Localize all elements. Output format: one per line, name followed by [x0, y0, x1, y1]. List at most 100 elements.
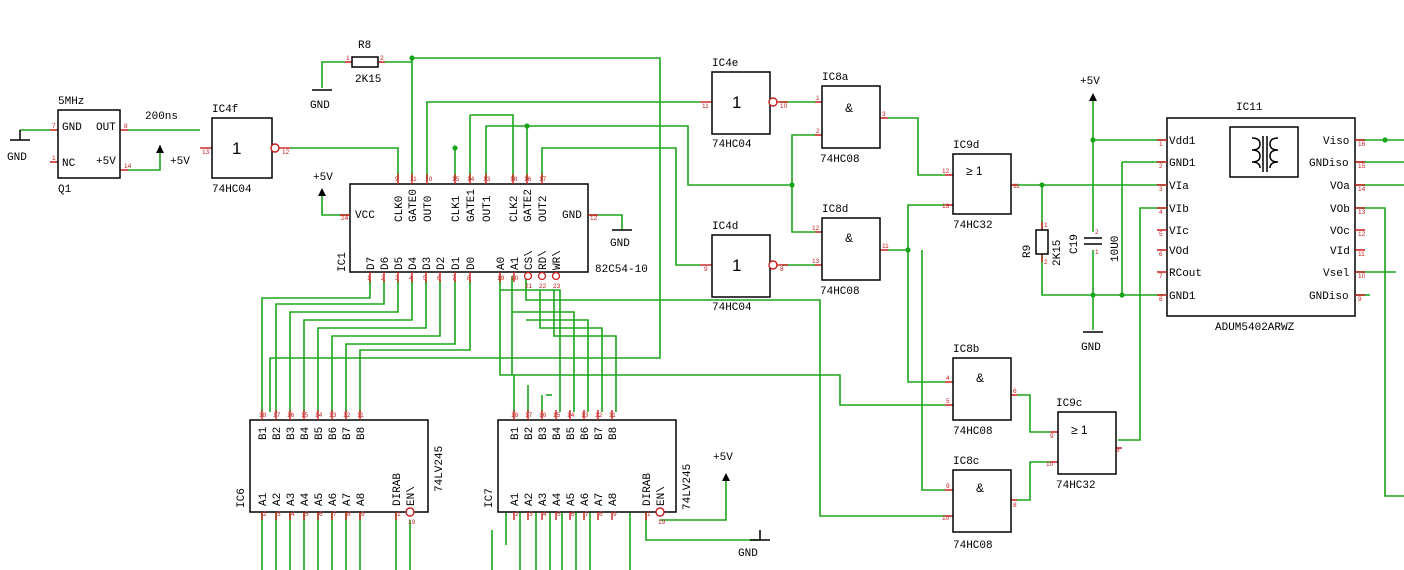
svg-text:1: 1	[346, 55, 350, 62]
ic9c-part: 74HC32	[1056, 480, 1096, 492]
ic7-a5: A5	[566, 493, 578, 506]
q1-pin-nc: NC	[62, 158, 76, 170]
svg-text:12: 12	[282, 149, 290, 156]
r8-ref: R8	[358, 40, 371, 52]
svg-text:16: 16	[287, 412, 295, 419]
ic1-a0: A0	[496, 257, 508, 270]
ic8b-and-gate: & IC8b 74HC08 456	[945, 344, 1017, 438]
ic6-a4: A4	[300, 492, 312, 506]
svg-text:8: 8	[467, 275, 471, 282]
svg-text:12: 12	[590, 215, 598, 222]
ic1-out1: OUT1	[482, 195, 494, 222]
svg-text:2: 2	[515, 511, 519, 518]
ic6-a5: A5	[314, 493, 326, 506]
ic1-gate1: GATE1	[466, 189, 478, 222]
svg-text:9: 9	[704, 266, 708, 273]
ic8a-symbol: &	[845, 101, 853, 115]
svg-text:14: 14	[567, 412, 575, 419]
q1-pin-out: OUT	[96, 122, 116, 134]
svg-text:18: 18	[511, 412, 519, 419]
ic6-b5: B5	[314, 427, 326, 440]
gnd-label-c19: GND	[1081, 342, 1101, 354]
gnd-label-r8: GND	[310, 100, 330, 112]
svg-text:2: 2	[1095, 229, 1099, 236]
ic7-ref: IC7	[484, 488, 496, 508]
svg-text:18: 18	[510, 176, 518, 183]
ic1-a1: A1	[510, 256, 522, 270]
ic11-isolator: IC11 ADUM5402ARWZ Vdd1 GND1 VIa VIb VIc …	[1157, 102, 1366, 334]
svg-text:3: 3	[1159, 186, 1163, 193]
svg-text:17: 17	[525, 412, 533, 419]
ic6-b2: B2	[272, 427, 284, 440]
svg-text:11: 11	[702, 103, 709, 110]
svg-text:13: 13	[812, 258, 820, 265]
svg-text:8: 8	[124, 123, 128, 130]
svg-text:8: 8	[1116, 447, 1120, 454]
ic11-pin-voc: VOc	[1330, 226, 1350, 238]
ic7-b4: B4	[552, 426, 564, 440]
ic7-b2: B2	[524, 427, 536, 440]
svg-text:1: 1	[1159, 141, 1163, 148]
ic11-pin-viso: Viso	[1323, 136, 1349, 148]
ic11-pin-vod: VOd	[1169, 246, 1189, 258]
ic1-timer: VCC GND CLK0 GATE0 OUT0 CLK1 GATE1 OUT1 …	[337, 174, 648, 290]
ic1-d2: D2	[436, 257, 448, 270]
ic1-clk2: CLK2	[509, 196, 521, 222]
svg-text:15: 15	[301, 412, 309, 419]
ic1-gate0: GATE0	[408, 189, 420, 222]
gnd-label-q1: GND	[7, 152, 27, 164]
ic11-pin-rcout: RCout	[1169, 268, 1202, 280]
ic7-transceiver: B1 B2 B3 B4 B5 B6 B7 B8 A1 A2 A3 A4 A5 A…	[484, 410, 694, 526]
svg-text:7: 7	[333, 511, 337, 518]
r9-resistor: R9 2K15 12	[1022, 222, 1064, 266]
ic6-a1: A1	[258, 492, 270, 506]
ic4e-ref: IC4e	[712, 58, 738, 70]
ic6-b8: B8	[356, 427, 368, 440]
gnd-label-ic7: GND	[738, 548, 758, 560]
ic7-a6: A6	[580, 493, 592, 506]
svg-text:6: 6	[437, 275, 441, 282]
svg-text:2: 2	[816, 128, 820, 135]
svg-text:1: 1	[397, 511, 401, 518]
wires	[20, 57, 1404, 570]
ic7-a3: A3	[538, 493, 550, 506]
svg-text:15: 15	[553, 412, 561, 419]
svg-text:4: 4	[1159, 209, 1163, 216]
ic6-b4: B4	[300, 426, 312, 440]
svg-text:12: 12	[1358, 231, 1366, 238]
svg-text:10: 10	[425, 176, 433, 183]
svg-text:24: 24	[341, 215, 349, 222]
svg-text:13: 13	[202, 149, 210, 156]
ic8b-symbol: &	[976, 371, 984, 385]
svg-text:8: 8	[1013, 502, 1017, 509]
ic7-b7: B7	[594, 427, 606, 440]
ic7-b8: B8	[608, 427, 620, 440]
ic1-wr: WR\	[552, 250, 564, 270]
ic6-en: EN\	[406, 486, 418, 506]
svg-text:6: 6	[571, 511, 575, 518]
ic8b-part: 74HC08	[953, 426, 993, 438]
vcc-label-ic1: +5V	[313, 172, 333, 184]
svg-text:4: 4	[946, 375, 950, 382]
ic11-pin-gndiso-b: GNDiso	[1309, 291, 1349, 303]
ic8c-ref: IC8c	[953, 456, 979, 468]
ic1-clk1: CLK1	[451, 195, 463, 222]
ic7-a8: A8	[608, 493, 620, 506]
svg-text:11: 11	[1358, 251, 1365, 258]
svg-text:15: 15	[452, 176, 460, 183]
svg-text:1: 1	[816, 95, 820, 102]
svg-text:20: 20	[511, 275, 519, 282]
svg-text:7: 7	[585, 511, 589, 518]
svg-text:9: 9	[1358, 296, 1362, 303]
svg-text:9: 9	[613, 511, 617, 518]
ic1-d7: D7	[366, 257, 378, 270]
svg-text:4: 4	[291, 511, 295, 518]
ic11-pin-gnd1a: GND1	[1169, 158, 1196, 170]
ic8d-part: 74HC08	[820, 286, 860, 298]
svg-text:14: 14	[315, 412, 323, 419]
svg-text:12: 12	[812, 225, 820, 232]
ic7-b5: B5	[566, 427, 578, 440]
